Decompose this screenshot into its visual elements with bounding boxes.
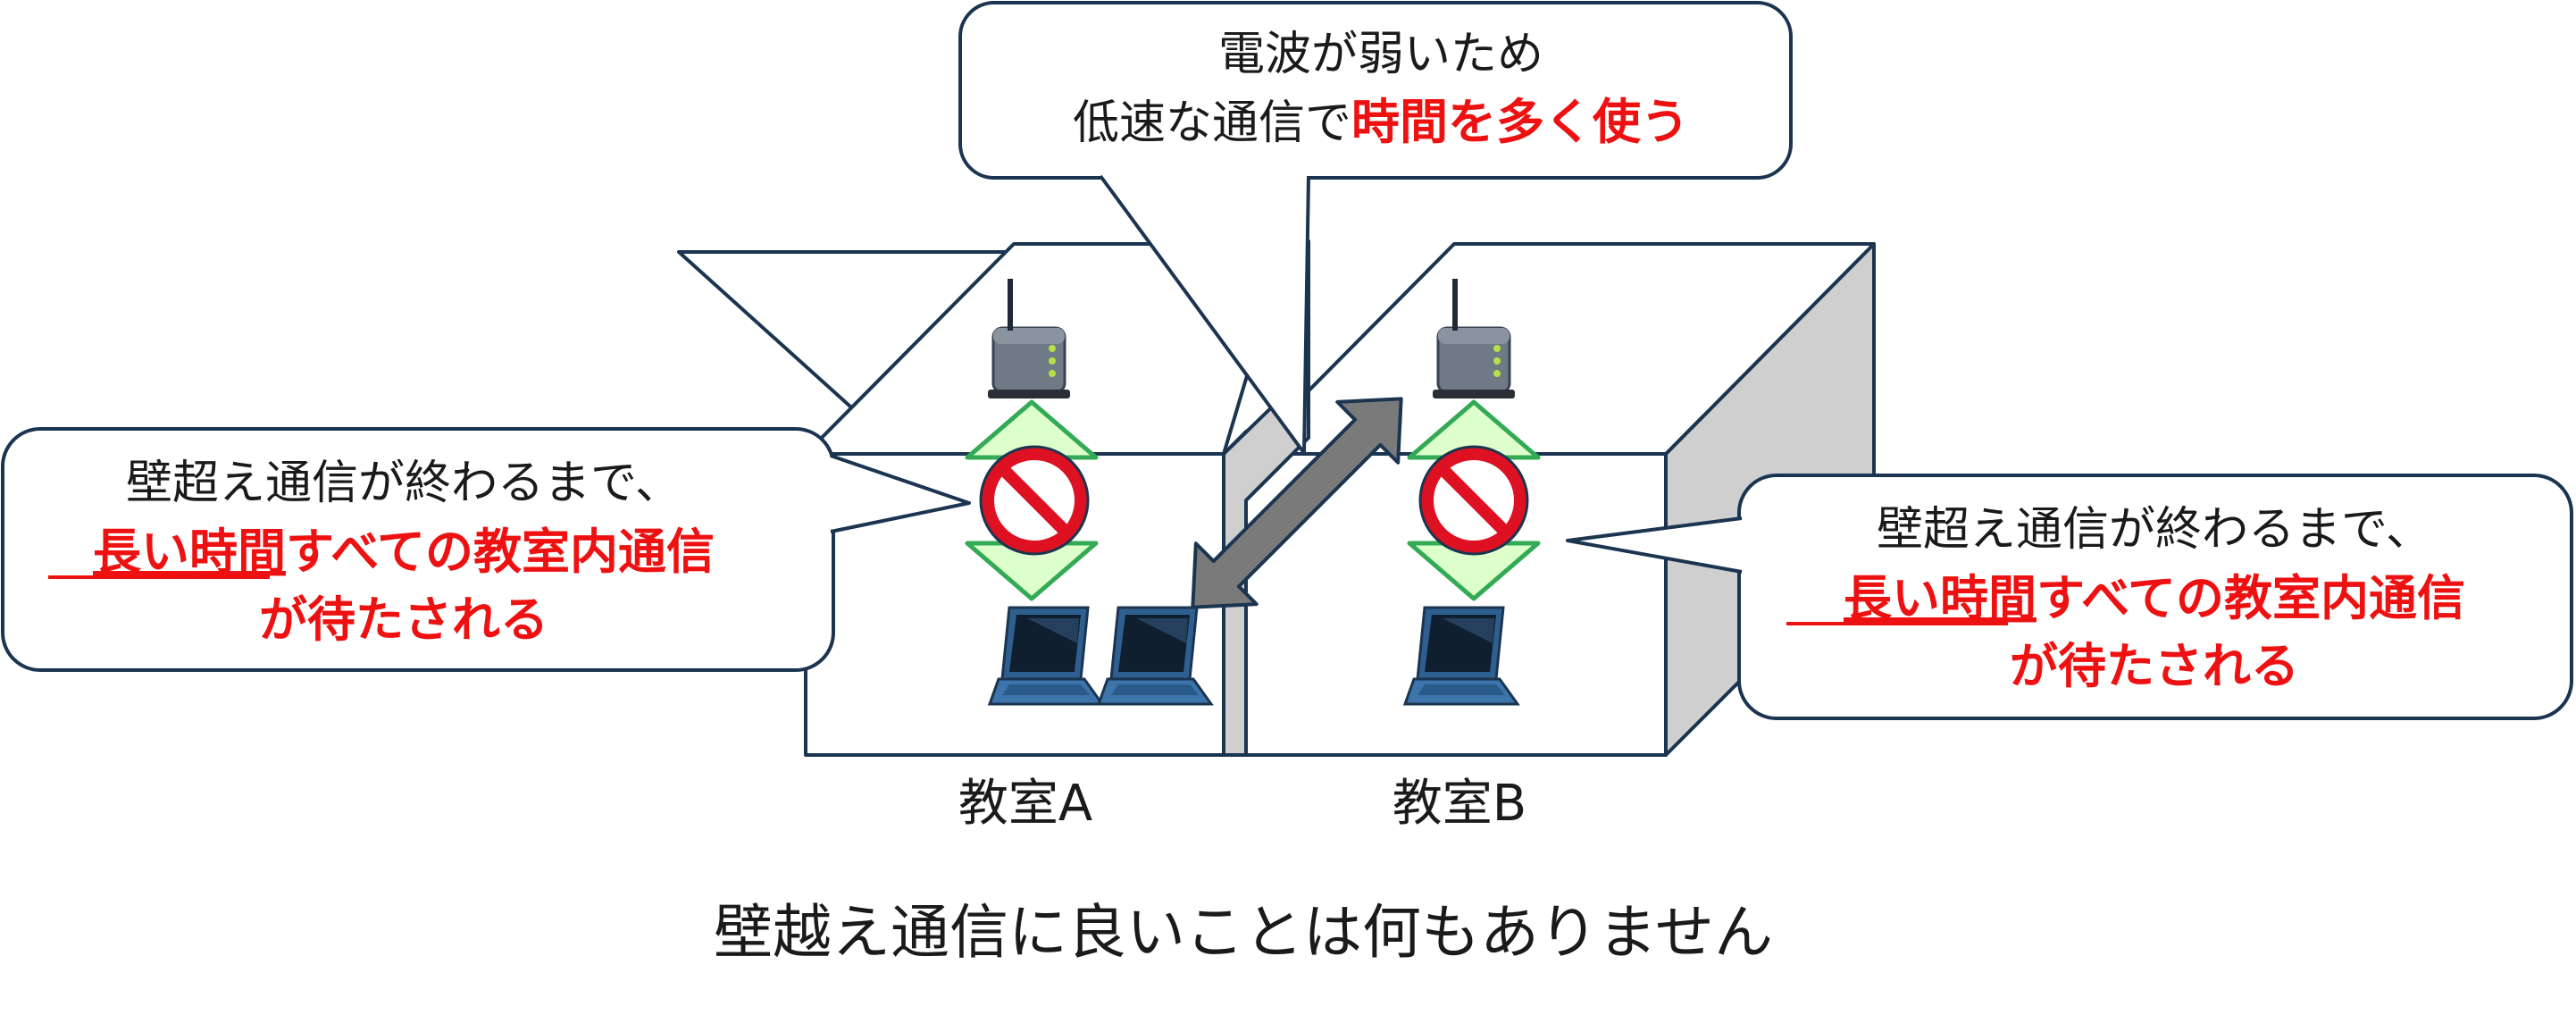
callout-top-line1: 電波が弱いため (1218, 28, 1543, 81)
callout-right-line2-rest: すべての教室内通信 (2037, 570, 2465, 626)
callout-left-line2: 長い時間すべての教室内通信 (93, 524, 715, 580)
callout-left-underlined: 長い時間 (93, 524, 286, 580)
callout-right: 壁超え通信が終わるまで、 長い時間すべての教室内通信 が待たされる (1566, 474, 2573, 720)
prohibited-icon (1420, 447, 1527, 554)
callout-top: 電波が弱いため 低速な通信で時間を多く使う (958, 1, 1793, 455)
caption: 壁越え通信に良いことは何もありません (714, 898, 1773, 967)
callout-top-line2-plain: 低速な通信で (1073, 96, 1351, 150)
callout-left: 壁超え通信が終わるまで、 長い時間すべての教室内通信 が待たされる (1, 427, 971, 672)
callout-right-line2: 長い時間すべての教室内通信 (1844, 570, 2465, 626)
callout-right-line1: 壁超え通信が終わるまで、 (1877, 503, 2432, 557)
callout-right-underlined: 長い時間 (1844, 570, 2037, 626)
callout-left-line3: が待たされる (259, 591, 548, 648)
callout-right-line3: が待たされる (2010, 638, 2299, 694)
callout-left-line1: 壁超え通信が終わるまで、 (126, 457, 682, 510)
callout-top-line2-red: 時間を多く使う (1351, 94, 1689, 150)
double-arrow-icon (1191, 397, 1403, 609)
callout-top-line2: 低速な通信で時間を多く使う (1073, 94, 1689, 150)
room-b-label: 教室B (1393, 775, 1526, 833)
prohibited-icon (981, 447, 1088, 554)
callout-left-line2-rest: すべての教室内通信 (286, 524, 715, 580)
room-a-label: 教室A (958, 775, 1092, 833)
